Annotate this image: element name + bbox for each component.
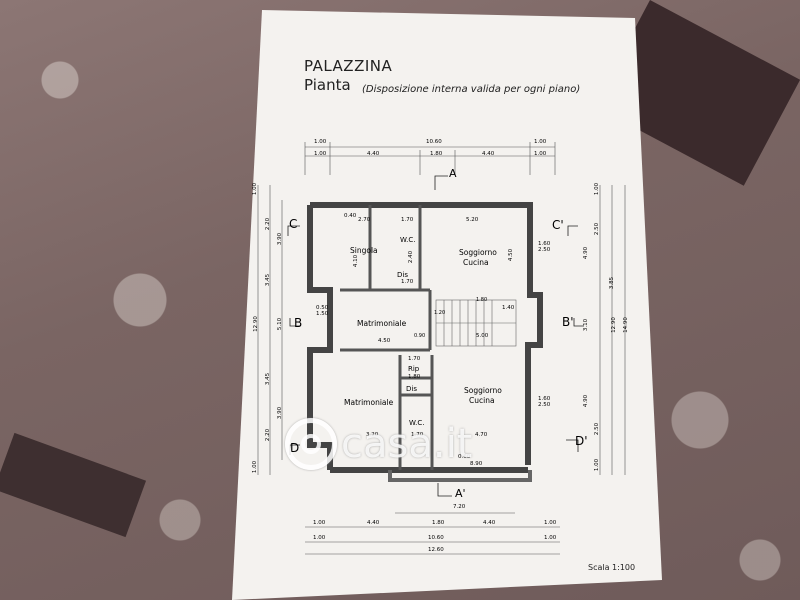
dimension-label: 1.70	[401, 279, 414, 285]
dimension-label: 2.50	[594, 222, 601, 236]
dimension-label: 1.00	[534, 151, 547, 157]
dimension-label: 4.40	[367, 151, 380, 157]
dimension-label: 1.40	[502, 305, 515, 311]
dimension-label: 1.00	[313, 520, 326, 526]
section-label-a-prime: A'	[455, 487, 466, 500]
dimension-label: 0.90	[414, 333, 426, 339]
dimension-label: 4.90	[583, 394, 590, 408]
plan-title: PALAZZINA	[304, 57, 393, 75]
dimension-label: 0.40	[344, 213, 357, 219]
dimension-label: 1.80	[476, 297, 488, 303]
room-label: Cucina	[463, 258, 489, 267]
dimension-label: 4.10	[353, 254, 360, 268]
room-label: Rip	[408, 365, 420, 373]
dimension-label: 2.50	[594, 422, 601, 436]
dimension-label: 4.40	[482, 151, 495, 157]
dimension-label: 3.90	[277, 406, 284, 420]
dimension-label: 12.90	[252, 316, 259, 332]
dimension-label: 0.60	[458, 454, 471, 460]
dimension-label: 1.70	[411, 432, 424, 438]
dimension-label: 1.00	[313, 535, 326, 541]
dimension-label: 1.00	[314, 139, 327, 145]
dimension-label: 1.00	[594, 182, 601, 196]
room-label: Singola	[350, 246, 378, 255]
room-label: Cucina	[469, 396, 495, 405]
dimension-label: 3.85	[609, 276, 616, 290]
dimension-label: 10.60	[428, 535, 444, 541]
dimension-label: 8.90	[470, 461, 483, 467]
dimension-label: 4.50	[378, 338, 391, 344]
dimension-label: 1.50	[316, 311, 329, 317]
dimension-label: 0.50	[316, 305, 329, 311]
dimension-label: 1.20	[434, 310, 446, 316]
dimension-label: 2.50	[538, 402, 551, 408]
dimension-label: 1.00	[252, 182, 259, 196]
dimension-label: 1.80	[432, 520, 445, 526]
dimension-label: 2.20	[265, 217, 272, 231]
dimension-label: 1.00	[314, 151, 327, 157]
paper-sheet	[232, 10, 662, 600]
interior-walls	[340, 205, 434, 470]
side-dimension-lines	[257, 185, 626, 475]
dimension-label: 3.10	[583, 318, 590, 332]
section-markers	[287, 175, 584, 497]
dimension-label: 1.00	[252, 460, 259, 474]
section-label-d-prime: D'	[575, 434, 588, 448]
plan-subtitle: Pianta	[304, 76, 351, 94]
room-label: Soggiorno	[459, 248, 497, 257]
dimension-label: 3.90	[277, 232, 284, 246]
room-label: Matrimoniale	[357, 319, 407, 328]
dimension-label: 1.80	[430, 151, 443, 157]
dimension-label: 4.40	[367, 520, 380, 526]
dimension-label: 1.70	[408, 356, 421, 362]
casa-it-logo-icon	[285, 418, 337, 470]
dimension-label: 4.70	[475, 432, 488, 438]
dimension-label: 5.00	[476, 333, 489, 339]
scale-label: Scala 1:100	[588, 563, 636, 572]
dimension-label: 1.60	[538, 241, 551, 247]
casa-it-watermark: casa.it	[285, 418, 472, 470]
dimension-label: 2.40	[408, 250, 415, 264]
room-label: Dis	[406, 385, 417, 393]
room-label: Soggiorno	[464, 386, 502, 395]
dimension-label: 1.00	[544, 520, 557, 526]
dimension-label: 2.70	[358, 217, 371, 223]
room-label: Dis	[397, 271, 408, 279]
room-label: Matrimoniale	[344, 398, 394, 407]
dimension-label: 5.10	[277, 317, 284, 331]
dimension-label: 3.20	[366, 432, 379, 438]
dimension-label: 1.00	[594, 458, 601, 472]
dimension-label: 4.40	[483, 520, 496, 526]
dimension-label: 1.60	[538, 396, 551, 402]
dimension-label: 3.45	[265, 273, 272, 287]
dimension-label: 14.90	[622, 317, 629, 333]
section-label-c: C	[289, 217, 298, 231]
section-label-a: A	[449, 167, 457, 180]
dimension-label: 2.20	[265, 428, 272, 442]
section-label-b: B	[294, 316, 303, 330]
bottom-dimension-lines	[305, 512, 560, 555]
plan-note: (Disposizione interna valida per ogni pi…	[362, 84, 581, 95]
dimension-label: 1.00	[534, 139, 547, 145]
dimension-label: 12.60	[428, 547, 444, 553]
dimension-label: 2.50	[538, 247, 551, 253]
dimension-label: 7.20	[453, 504, 466, 510]
dimension-label: 10.60	[426, 139, 442, 145]
dimension-label: 1.00	[544, 535, 557, 541]
room-label: W.C.	[409, 419, 425, 427]
dimension-label: 1.70	[401, 217, 414, 223]
room-label: W.C.	[400, 236, 416, 244]
dimension-label: 3.45	[265, 372, 272, 386]
stairwell	[435, 299, 517, 347]
dimension-label: 1.80	[408, 374, 421, 380]
top-dimension-lines	[304, 142, 556, 175]
dimension-label: 4.50	[508, 248, 515, 262]
dimension-label: 4.90	[583, 246, 590, 260]
watermark-text: casa.it	[341, 421, 473, 467]
dimension-label: 5.20	[466, 217, 479, 223]
section-label-b-prime: B'	[562, 315, 574, 329]
dimension-label: 12.90	[610, 317, 617, 333]
balcony-outline	[388, 470, 532, 482]
section-label-c-prime: C'	[552, 218, 564, 232]
